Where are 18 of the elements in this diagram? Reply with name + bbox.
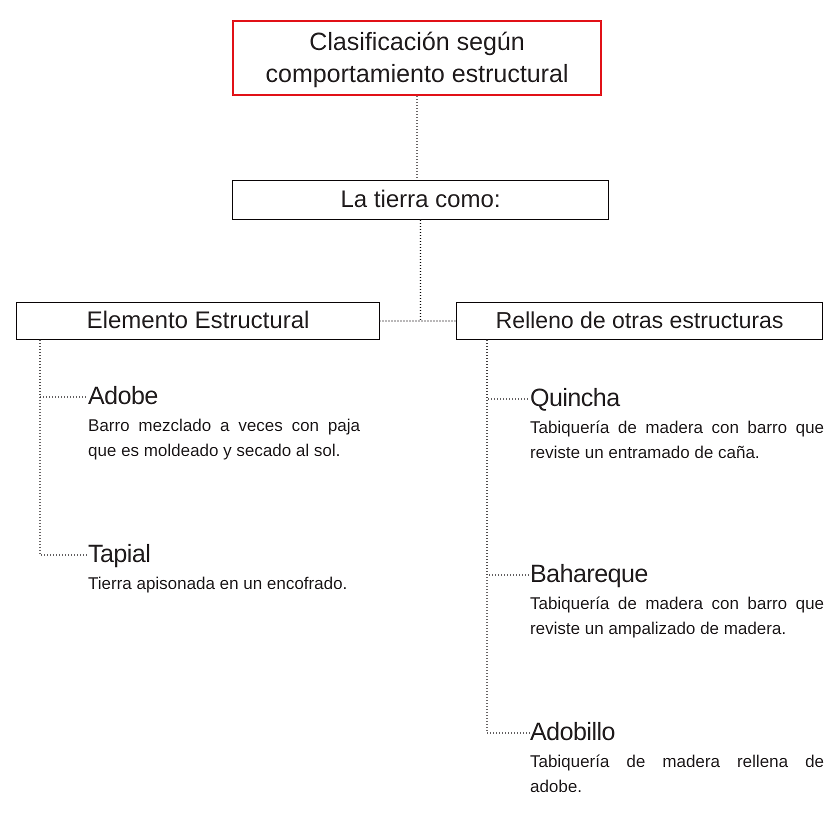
dotted-connector xyxy=(486,340,530,734)
item-heading: Tapial xyxy=(88,539,152,570)
dotted-connector xyxy=(420,220,456,322)
item-description: Barro mezclado a veces con paja que es moldeado y secado al sol. xyxy=(88,415,360,462)
item-heading: Adobe xyxy=(88,381,159,412)
category-box: Clasificación según comportamiento estructural xyxy=(232,20,602,96)
dotted-connector xyxy=(416,96,418,180)
item-description: Tabiquería de madera con barro que reviste un entramado de caña. xyxy=(530,417,824,464)
item-heading: Adobillo xyxy=(530,717,616,748)
item-description: Tabiquería de madera con barro que reviste un ampalizado de madera. xyxy=(530,593,824,640)
category-box: Elemento Estructural xyxy=(16,302,380,340)
item-description: Tierra apisonada en un encofrado. xyxy=(88,573,348,595)
dotted-connector xyxy=(39,340,88,556)
item-heading: Bahareque xyxy=(530,559,649,590)
category-box: Relleno de otras estructuras xyxy=(456,302,823,340)
item-description: Tabiquería de madera rellena de adobe. xyxy=(530,751,824,798)
category-box: La tierra como: xyxy=(232,180,609,220)
item-heading: Quincha xyxy=(530,383,622,414)
